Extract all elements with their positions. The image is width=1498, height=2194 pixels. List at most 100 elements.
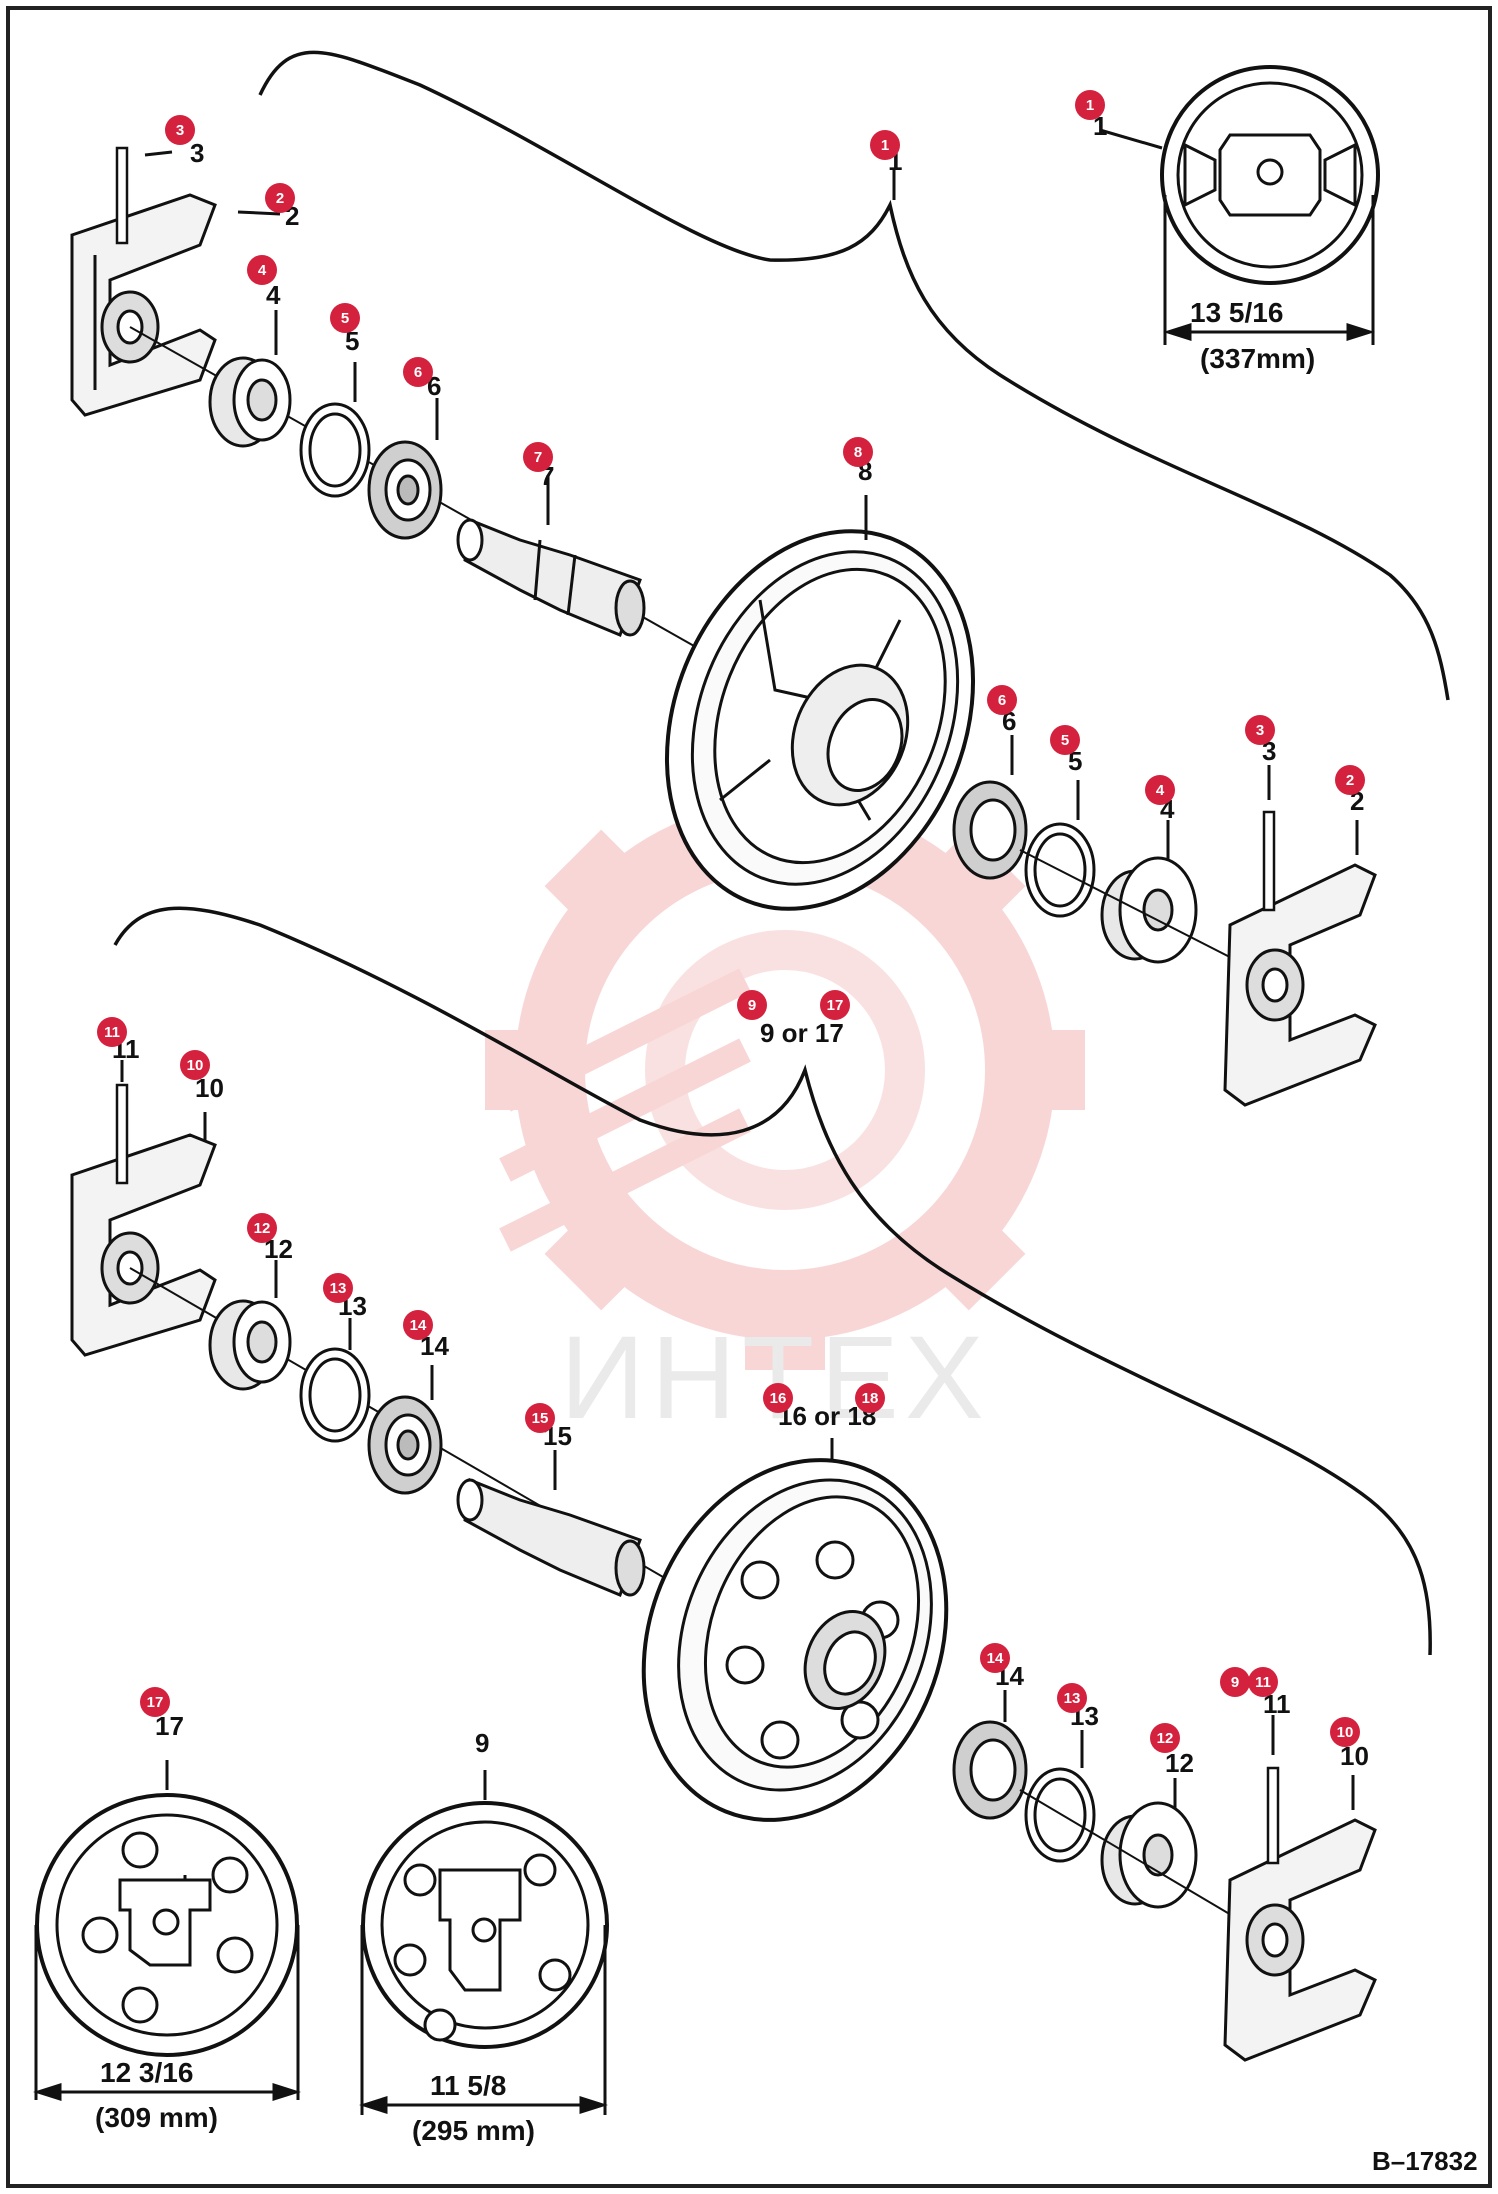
callout-badge-number: 2 [276, 190, 284, 207]
callout-badge-17: 17 [140, 1687, 170, 1717]
callout-badge-18: 18 [855, 1383, 885, 1413]
callout-badge-3: 3 [1245, 715, 1275, 745]
callout-badge-circle [1245, 715, 1275, 745]
callout-badge-15: 15 [525, 1403, 555, 1433]
callout-badge-6: 6 [987, 685, 1017, 715]
callout-badge-5: 5 [1050, 725, 1080, 755]
callout-badge-number: 11 [104, 1024, 120, 1041]
callout-badge-circle [97, 1017, 127, 1047]
callout-badge-12: 12 [247, 1213, 277, 1243]
collar-4 [208, 356, 292, 448]
bearing-14-right [952, 1720, 1028, 1820]
inset-17-dim-inch: 12 3/16 [100, 2057, 193, 2088]
callout-badge-8: 8 [843, 437, 873, 467]
label-12-right: 12 [1165, 1748, 1194, 1778]
callout-badge-9: 9 [737, 990, 767, 1020]
right-mount-bracket [1223, 863, 1377, 1107]
callout-badge-number: 6 [414, 364, 422, 381]
idler-wheel-16-18 [641, 1458, 949, 1822]
upper-idler-assembly [70, 50, 1450, 1107]
page-border [6, 6, 1492, 2188]
callout-badge-circle [330, 303, 360, 333]
inset-wheel-17 [33, 1760, 301, 2102]
callout-badge-number: 11 [1255, 1674, 1271, 1691]
callout-badge-16: 16 [763, 1383, 793, 1413]
bearing-14 [367, 1395, 443, 1495]
callout-badge-5: 5 [330, 303, 360, 333]
callout-badge-number: 13 [330, 1280, 347, 1297]
callout-badge-number: 17 [147, 1694, 164, 1711]
inset-17-dim-mm: (309 mm) [95, 2102, 218, 2133]
callout-badge-number: 5 [341, 310, 349, 327]
callout-badge-10: 10 [180, 1050, 210, 1080]
callout-badge-circle [1335, 765, 1365, 795]
callout-badge-7: 7 [523, 442, 553, 472]
callout-badge-17: 17 [820, 990, 850, 1020]
lower-idler-assembly [33, 906, 1432, 2115]
callout-badge-circle [403, 357, 433, 387]
callout-badge-number: 15 [532, 1410, 549, 1427]
callout-badge-number: 16 [770, 1390, 787, 1407]
callout-badge-circle [323, 1273, 353, 1303]
callout-badge-circle [247, 1213, 277, 1243]
callout-badge-circle [140, 1687, 170, 1717]
callout-badge-4: 4 [247, 255, 277, 285]
callout-badge-circle [165, 115, 195, 145]
callout-badge-circle [265, 183, 295, 213]
inset-1-dim-inch: 13 5/16 [1190, 297, 1283, 328]
callout-badge-circle [247, 255, 277, 285]
inset-1-dim-mm: (337mm) [1200, 343, 1315, 374]
callout-badge-number: 1 [881, 137, 889, 154]
label-5-right: 5 [1068, 746, 1082, 776]
shaft-15 [456, 1477, 646, 1597]
callout-badge-number: 17 [827, 997, 844, 1014]
watermark-text: ИНТЕХ [560, 1312, 990, 1444]
callout-badge-circle [180, 1050, 210, 1080]
callout-badge-11: 11 [1248, 1667, 1278, 1697]
callout-badge-circle [1150, 1723, 1180, 1753]
callout-badge-number: 12 [254, 1220, 271, 1237]
callout-badge-circle [987, 685, 1017, 715]
callout-badge-circle [525, 1403, 555, 1433]
callout-badge-circle [1057, 1683, 1087, 1713]
inset-9-dim-inch: 11 5/8 [430, 2070, 506, 2101]
callout-badge-circle [843, 437, 873, 467]
callout-badge-number: 10 [1337, 1724, 1354, 1741]
callout-badge-number: 13 [1064, 1690, 1081, 1707]
right-mount-bracket-lower [1223, 1818, 1377, 2062]
callout-badge-2: 2 [1335, 765, 1365, 795]
idler-wheel-8 [664, 529, 976, 911]
left-mount-bracket [70, 193, 217, 417]
callout-badge-number: 6 [998, 692, 1006, 709]
left-mount-bracket-lower [70, 1133, 217, 1357]
callout-badge-circle [1075, 90, 1105, 120]
callout-badge-number: 4 [1156, 782, 1165, 799]
callout-badge-circle [737, 990, 767, 1020]
callout-badge-circle [523, 442, 553, 472]
callout-badge-number: 2 [1346, 772, 1354, 789]
callout-badge-3: 3 [165, 115, 195, 145]
callout-badge-number: 9 [748, 997, 756, 1014]
callout-badge-6: 6 [403, 357, 433, 387]
callout-badge-circle [763, 1383, 793, 1413]
callout-badge-1: 1 [1075, 90, 1105, 120]
callout-badge-number: 7 [534, 449, 542, 466]
callout-badge-number: 9 [1231, 1674, 1239, 1691]
callout-badge-number: 3 [176, 122, 184, 139]
label-5: 5 [345, 326, 359, 356]
callout-badge-number: 12 [1157, 1730, 1174, 1747]
inset-wheel-9 [359, 1770, 609, 2115]
callout-badge-number: 1 [1086, 97, 1094, 114]
callout-badge-11: 11 [97, 1017, 127, 1047]
inset-9-dim-mm: (295 mm) [412, 2115, 535, 2146]
callout-badge-number: 14 [987, 1650, 1004, 1667]
callout-badge-circle [1248, 1667, 1278, 1697]
callout-badge-10: 10 [1330, 1717, 1360, 1747]
collar-12 [208, 1299, 292, 1391]
callout-badge-14: 14 [403, 1310, 433, 1340]
callout-badge-circle [403, 1310, 433, 1340]
bearing-6 [367, 440, 443, 540]
callout-badge-13: 13 [323, 1273, 353, 1303]
callout-badge-2: 2 [265, 183, 295, 213]
